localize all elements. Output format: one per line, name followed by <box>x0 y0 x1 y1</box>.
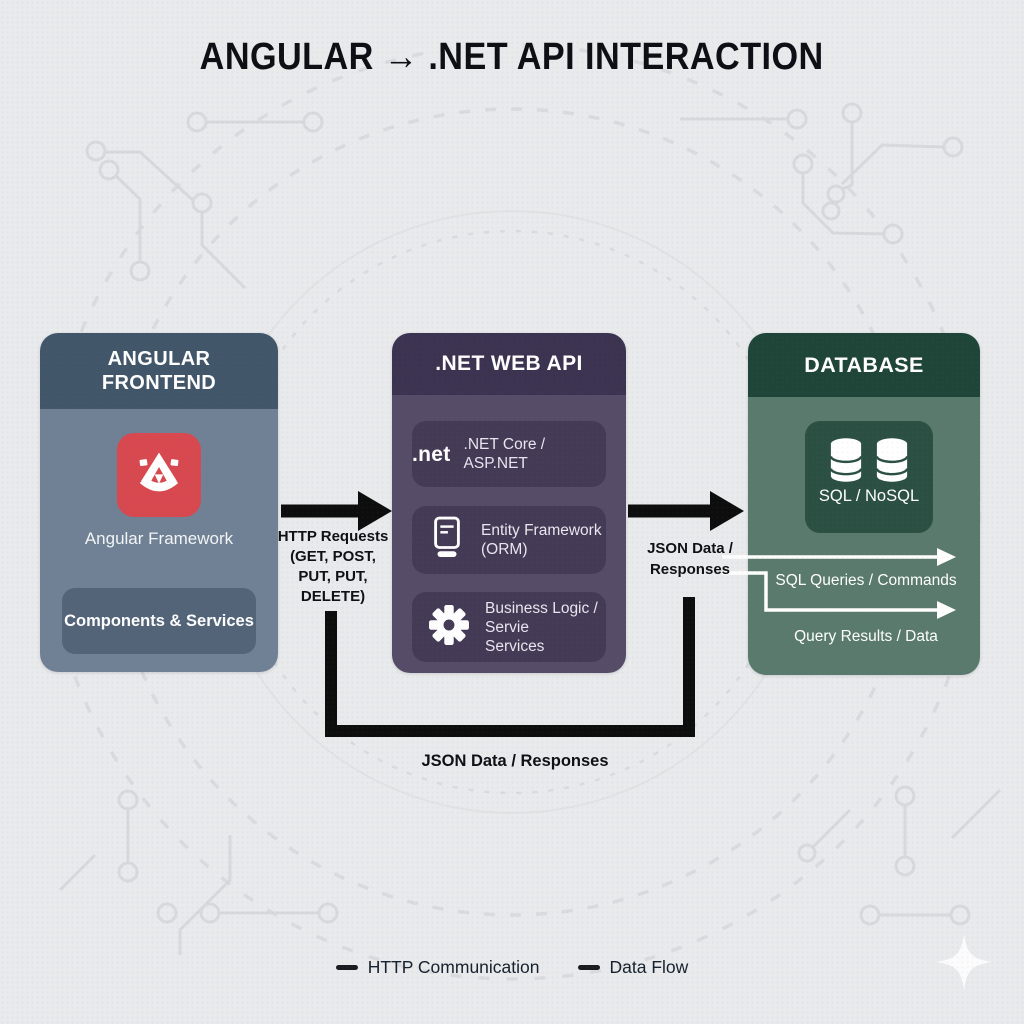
http-request-label: HTTP Requests (GET, POST, PUT, PUT, DELE… <box>277 528 389 605</box>
database-cylinders-icon <box>805 436 933 484</box>
api-node-header: .NET WEB API <box>392 333 626 395</box>
api-node-body: .net .NET Core / ASP.NET Entity Framewor… <box>392 395 626 673</box>
gear-icon <box>428 604 470 651</box>
dotnet-logo: .net <box>412 442 451 466</box>
legend-item-http: HTTP Communication <box>335 957 540 978</box>
legend-http-label: HTTP Communication <box>367 957 540 977</box>
business-logic-card: Business Logic / Servie Services <box>412 592 606 662</box>
legend-dataflow-label: Data Flow <box>609 957 689 977</box>
circuit-traces <box>58 102 1002 955</box>
legend-item-dataflow: Data Flow <box>577 957 689 978</box>
sparkle-icon <box>936 934 992 990</box>
http-line-icon <box>335 965 358 970</box>
components-services-label: Components & Services <box>64 611 254 630</box>
dotnet-web-api-node: .NET WEB API .net .NET Core / ASP.NET En… <box>392 333 626 673</box>
dotnet-core-card: .net .NET Core / ASP.NET <box>412 421 606 487</box>
api-node-title: .NET WEB API <box>435 352 583 375</box>
database-node-title: DATABASE <box>804 353 924 377</box>
business-logic-label: Business Logic / Servie Services <box>485 599 598 655</box>
angular-logo-icon <box>117 433 201 517</box>
legend: HTTP Communication Data Flow <box>0 957 1024 978</box>
angular-node-header: ANGULAR FRONTEND <box>40 333 278 409</box>
page-title: ANGULAR → .NET API INTERACTION <box>199 36 825 78</box>
entity-framework-label: Entity Framework (ORM) <box>481 522 602 558</box>
angular-node-title: ANGULAR FRONTEND <box>101 348 217 394</box>
database-node-header: DATABASE <box>748 333 980 397</box>
sql-nosql-label: SQL / NoSQL <box>818 487 920 505</box>
angular-framework-label: Angular Framework <box>84 529 234 548</box>
entity-framework-card: Entity Framework (ORM) <box>412 506 606 574</box>
components-services-card: Components & Services <box>62 588 256 654</box>
tablet-document-icon <box>428 516 466 565</box>
query-results-label: Query Results / Data <box>794 628 938 645</box>
database-node: DATABASE SQL / NoSQL <box>748 333 980 675</box>
json-response-bottom-label: JSON Data / Responses <box>421 752 609 770</box>
angular-frontend-node: ANGULAR FRONTEND Angular Framework Compo… <box>40 333 278 672</box>
angular-node-body: Angular Framework Components & Services <box>40 409 278 672</box>
dotnet-core-label: .NET Core / ASP.NET <box>463 436 546 472</box>
sql-nosql-card: SQL / NoSQL <box>805 421 933 533</box>
database-node-body: SQL / NoSQL <box>748 397 980 675</box>
sql-queries-label: SQL Queries / Commands <box>775 572 957 589</box>
dataflow-line-icon <box>577 965 600 970</box>
json-response-label: JSON Data / Responses <box>647 540 733 578</box>
